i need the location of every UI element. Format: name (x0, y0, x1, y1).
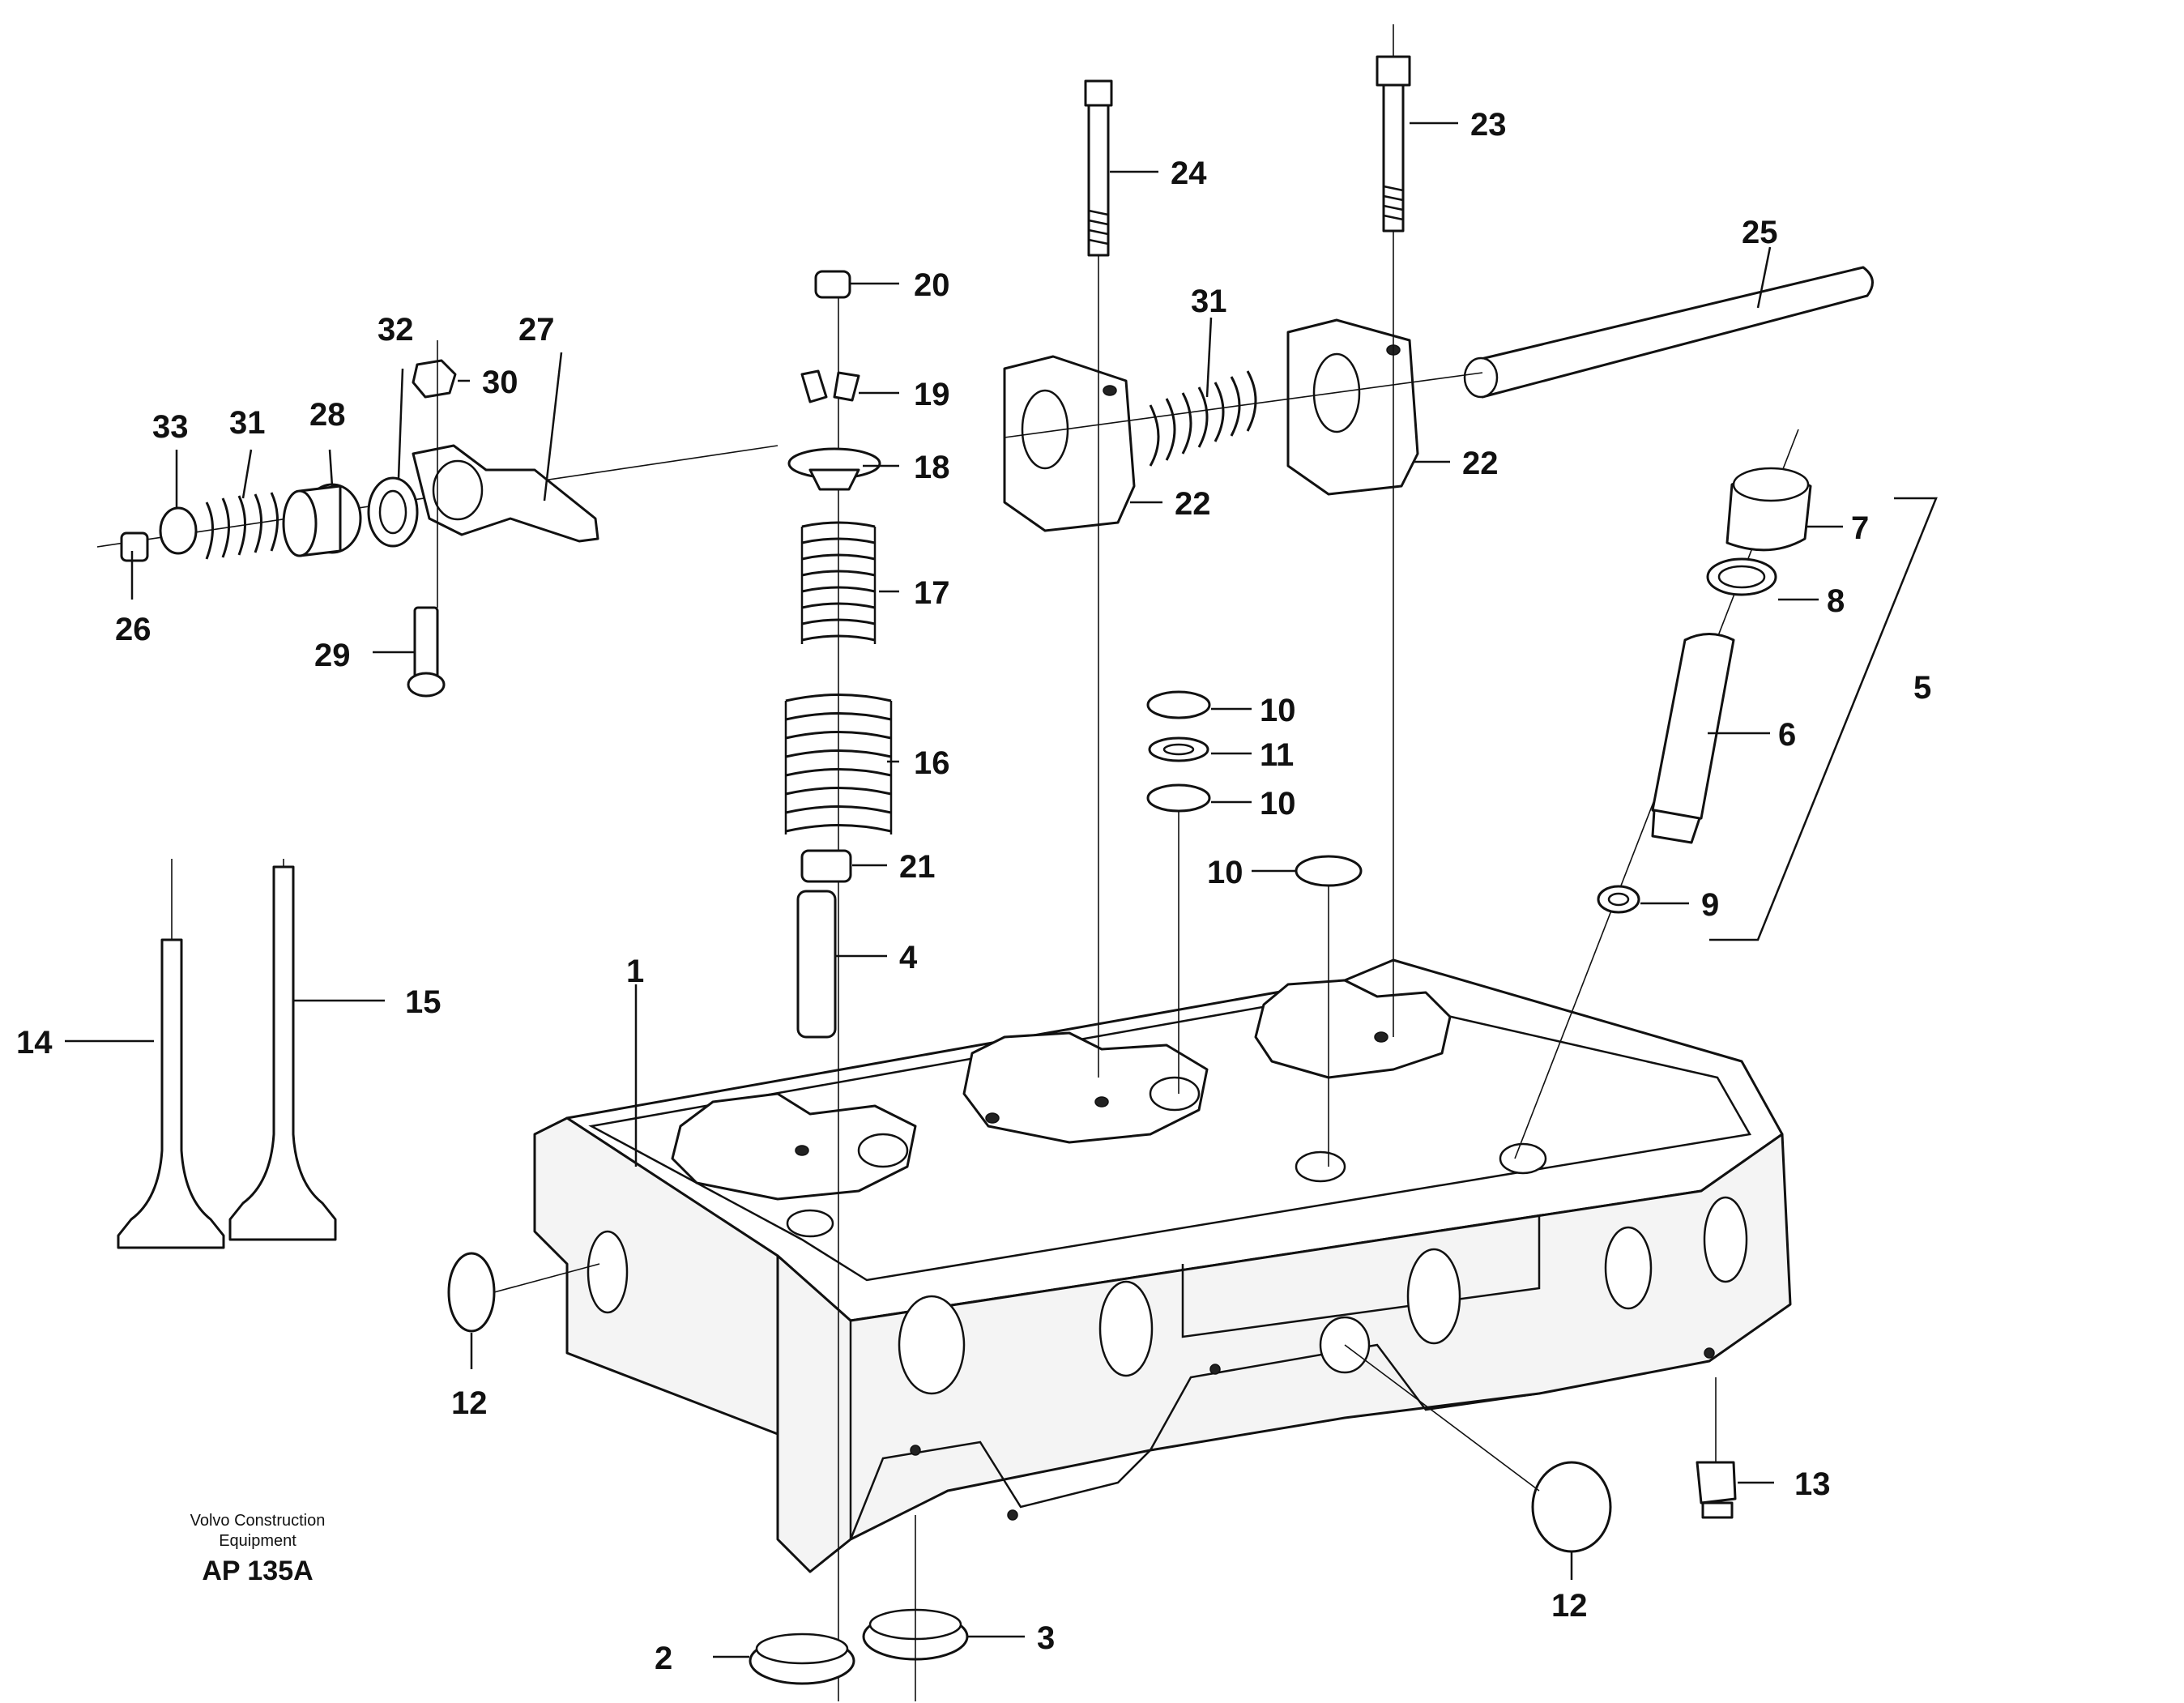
bolt-23 (1376, 24, 1411, 1037)
callout-17: 17 (914, 575, 950, 611)
callout-4: 4 (899, 940, 918, 975)
callout-31-right: 31 (1191, 284, 1227, 319)
callout-31-left: 31 (229, 405, 266, 441)
plug-12-left (447, 1252, 600, 1333)
callout-18: 18 (914, 450, 950, 485)
callout-30: 30 (482, 365, 518, 400)
callout-3: 3 (1037, 1620, 1055, 1656)
callout-26: 26 (115, 612, 151, 647)
callout-29: 29 (314, 638, 351, 673)
callout-19: 19 (914, 377, 950, 412)
callout-12-left: 12 (451, 1385, 488, 1421)
rocker-brackets (1003, 266, 1874, 532)
valve-15 (228, 859, 337, 1241)
callout-6: 6 (1778, 717, 1796, 753)
footer-company-line2: Equipment (219, 1532, 296, 1550)
callout-10-left: 10 (1207, 855, 1243, 890)
callout-16: 16 (914, 745, 950, 781)
callout-32: 32 (378, 312, 414, 348)
callout-22-left: 22 (1175, 486, 1211, 522)
callout-labels: 1 2 3 4 5 6 7 8 9 10 10 10 11 12 12 13 1… (16, 107, 1931, 1676)
rocker-arm-assembly (96, 340, 778, 698)
callout-15: 15 (405, 984, 441, 1020)
callout-5: 5 (1913, 670, 1931, 706)
callout-27: 27 (518, 312, 555, 348)
callout-12-right: 12 (1551, 1588, 1588, 1624)
callout-25: 25 (1742, 215, 1778, 250)
ring-2 (749, 1633, 855, 1685)
plug-13 (1696, 1377, 1737, 1519)
callout-2: 2 (655, 1641, 672, 1676)
callout-24: 24 (1171, 156, 1207, 191)
ring-3 (862, 1515, 969, 1701)
callout-14: 14 (16, 1025, 53, 1061)
bolt-24 (1084, 79, 1113, 1078)
callout-7: 7 (1851, 510, 1869, 546)
callout-21: 21 (899, 849, 936, 885)
callout-9: 9 (1701, 887, 1719, 923)
callout-28: 28 (309, 397, 346, 433)
callout-13: 13 (1794, 1466, 1831, 1502)
callout-10-bottom: 10 (1260, 786, 1296, 822)
footer-drawing-code: AP 135A (202, 1556, 313, 1586)
callout-23: 23 (1470, 107, 1507, 143)
callout-22-right: 22 (1462, 446, 1499, 481)
callout-11: 11 (1260, 737, 1294, 773)
callout-10-top: 10 (1260, 693, 1296, 728)
callout-20: 20 (914, 267, 950, 303)
callout-1: 1 (626, 954, 644, 989)
leader-lines (65, 122, 1843, 1658)
callout-8: 8 (1827, 583, 1845, 619)
footer: Volvo Construction Equipment AP 135A (190, 1512, 326, 1586)
valve-14 (117, 859, 225, 1249)
callout-33: 33 (152, 409, 189, 445)
cylinder-head (533, 958, 1792, 1573)
footer-company-line1: Volvo Construction (190, 1512, 326, 1530)
tappet-group (1514, 429, 1938, 1159)
valve-stem-stack (784, 270, 893, 1039)
